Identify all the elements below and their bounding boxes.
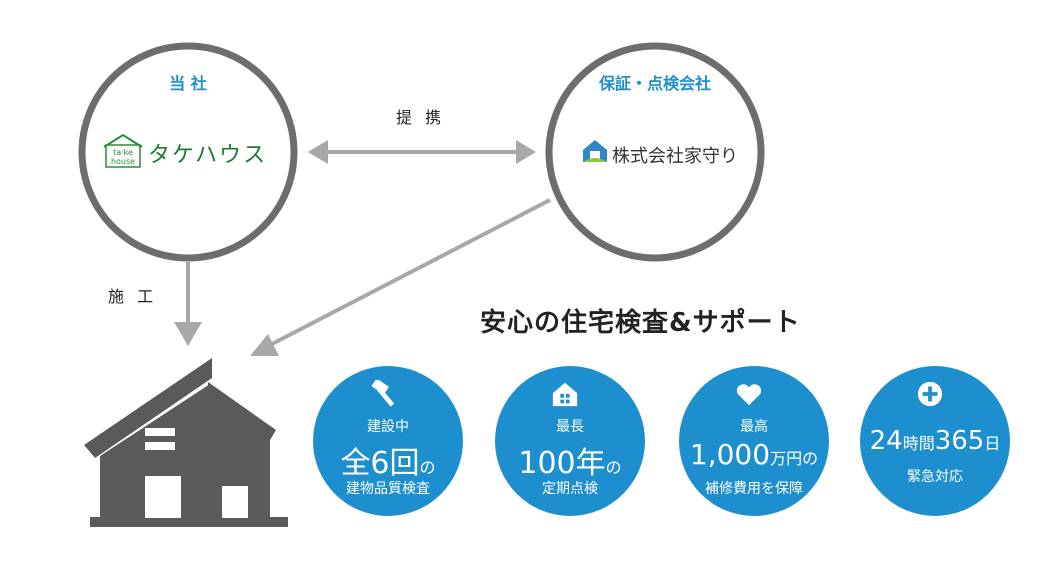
iemamori-mark [583, 140, 607, 162]
house-icon [552, 382, 578, 407]
badge-inspection-line3: 建物品質検査 [346, 481, 430, 497]
svg-text:house: house [111, 157, 135, 166]
partner-circle [545, 42, 765, 262]
iemamori-name: 株式会社家守り [612, 146, 738, 167]
construction-arrow-head [174, 322, 202, 346]
badge-repair: 最高 1,000万円の 補修費用を保障 [679, 366, 829, 516]
svg-text:ta·ke: ta·ke [113, 148, 133, 157]
headline: 安心の住宅検査&サポート [480, 308, 801, 338]
badge-repair-line1: 最高 [740, 419, 768, 435]
plus-icon [917, 381, 943, 407]
takehouse-name: タケハウス [148, 143, 268, 168]
company-circle [78, 42, 298, 262]
partnership-arrow-head-left [308, 140, 328, 164]
badge-emergency-line3: 緊急対応 [907, 469, 963, 485]
badge-repair-line3: 補修費用を保障 [705, 481, 803, 497]
partnership-arrow-head-right [516, 140, 536, 164]
house-illustration [84, 358, 288, 527]
company-label: 当 社 [169, 74, 207, 93]
badge-repair-value: 1,000万円の [689, 438, 819, 471]
hammer-icon [371, 380, 395, 407]
iemamori-logo: 株式会社家守り [580, 136, 750, 172]
construction-label: 施 工 [108, 287, 158, 306]
badge-checkup-value: 100年の [518, 446, 622, 481]
badge-checkup: 最長 100年の 定期点検 [495, 366, 645, 516]
badge-inspection-value: 全6回の [340, 446, 436, 481]
support-arrow-head [250, 334, 279, 356]
badge-inspection: 建設中 全6回の 建物品質検査 [313, 366, 463, 516]
badge-inspection-line1: 建設中 [367, 419, 409, 435]
partnership-label: 提 携 [396, 108, 446, 127]
partner-label: 保証・点検会社 [598, 74, 711, 93]
takehouse-logo: ta·ke house タケハウス [100, 133, 280, 173]
badge-emergency: 24時間365日 緊急対応 [860, 366, 1010, 516]
badge-emergency-value: 24時間365日 [869, 426, 1001, 456]
badge-checkup-line1: 最長 [556, 419, 584, 435]
takehouse-house-mark: ta·ke house [103, 133, 143, 168]
badge-checkup-line3: 定期点検 [542, 481, 598, 497]
heart-icon [736, 384, 762, 406]
support-arrow [269, 198, 551, 347]
